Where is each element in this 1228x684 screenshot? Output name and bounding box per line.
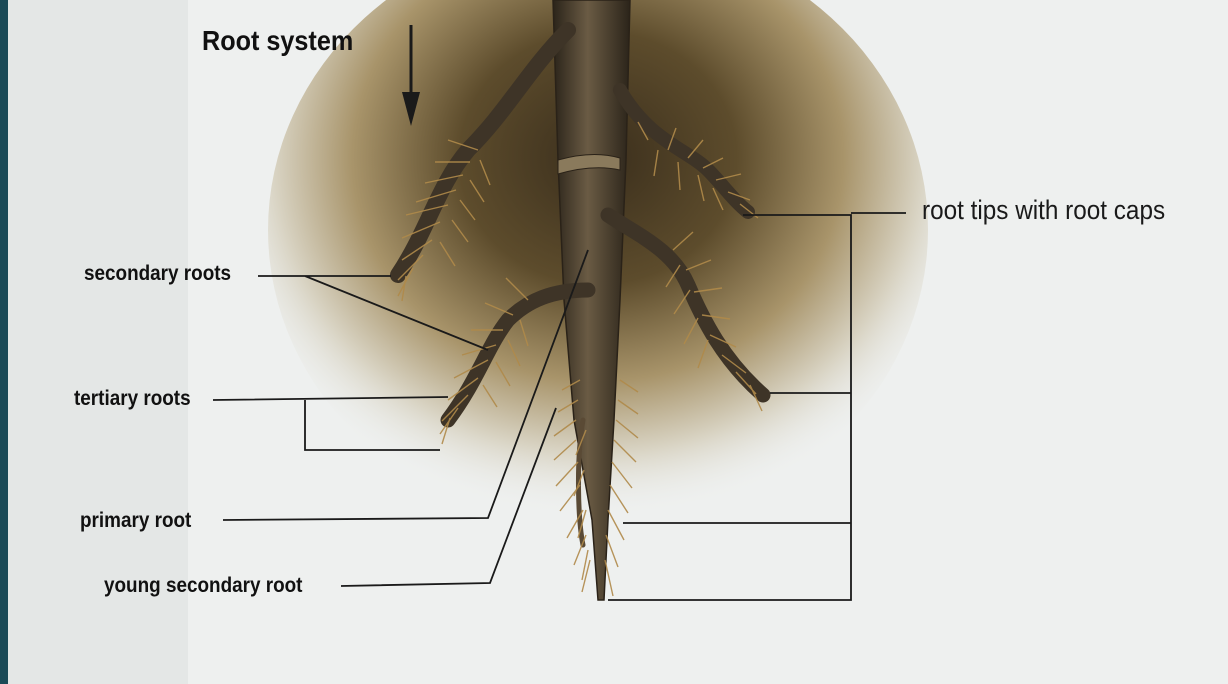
diagram-title: Root system [202, 25, 353, 57]
label-root-tips: root tips with root caps [922, 195, 1165, 226]
label-secondary-roots: secondary roots [84, 262, 231, 286]
label-young-secondary-root: young secondary root [104, 574, 302, 598]
label-tertiary-roots: tertiary roots [74, 387, 191, 411]
diagram-canvas: Root system secondary roots tertiary roo… [8, 0, 1228, 684]
label-primary-root: primary root [80, 509, 191, 533]
